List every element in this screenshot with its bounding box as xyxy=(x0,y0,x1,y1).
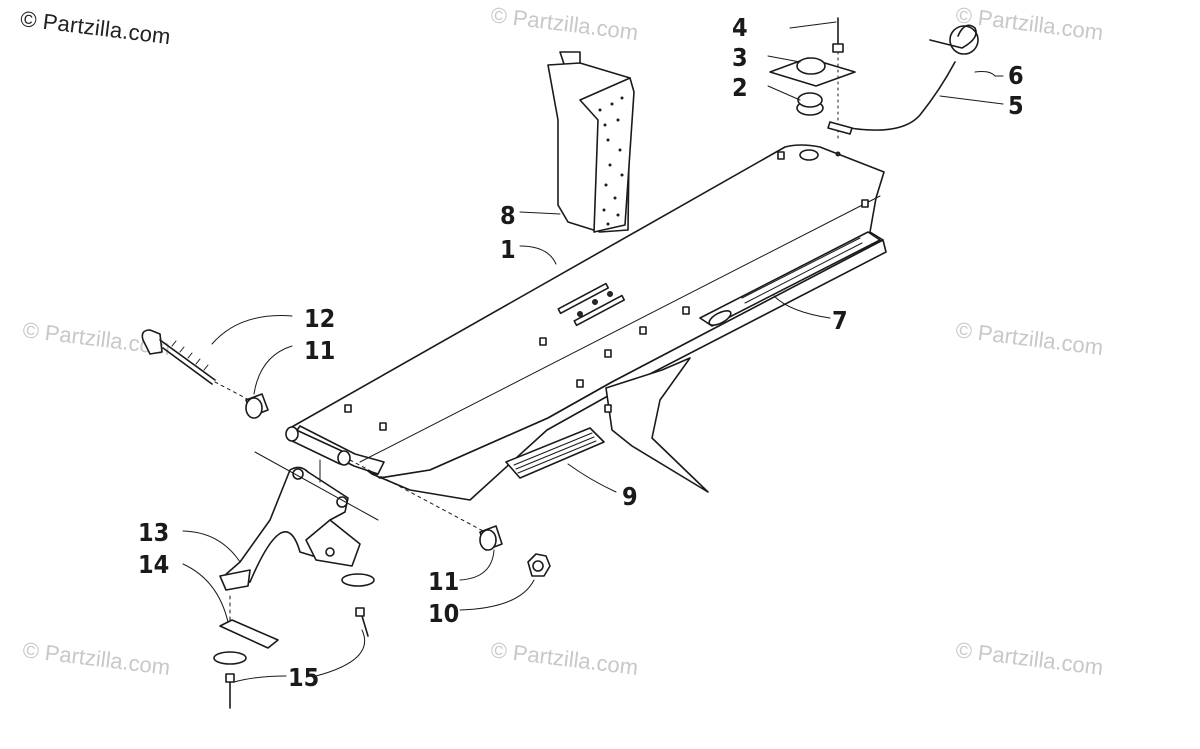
pad-texture xyxy=(598,96,624,226)
bolt-part xyxy=(141,329,254,403)
leader-lines xyxy=(182,21,1004,683)
callout-13: 13 xyxy=(138,518,169,547)
callout-11a: 11 xyxy=(428,567,459,596)
tether-part xyxy=(827,24,979,135)
callout-15: 15 xyxy=(288,663,319,692)
bushing-upper-part xyxy=(245,393,269,419)
bushing-lower-part xyxy=(479,525,503,551)
watermark: © Partzilla.com xyxy=(954,317,1104,360)
callout-11b: 11 xyxy=(304,336,335,365)
callout-14: 14 xyxy=(138,550,169,579)
mounting-plate-part xyxy=(769,57,856,87)
nut-part xyxy=(527,553,551,577)
callout-6: 6 xyxy=(1008,61,1024,90)
callout-4: 4 xyxy=(732,13,748,42)
watermark: © Partzilla.com xyxy=(489,2,639,45)
watermark: © Partzilla.com xyxy=(489,637,639,680)
callout-2: 2 xyxy=(732,73,748,102)
rivets xyxy=(344,149,869,431)
callout-1: 1 xyxy=(500,235,516,264)
callout-7: 7 xyxy=(832,306,848,335)
foot-pad-part xyxy=(547,51,635,233)
callout-5: 5 xyxy=(1008,91,1024,120)
bracket-part xyxy=(219,451,379,591)
callout-8: 8 xyxy=(500,201,516,230)
washer-strip-part xyxy=(219,595,279,649)
callout-3: 3 xyxy=(732,43,748,72)
decal-side-part xyxy=(505,427,605,479)
decal-top-part xyxy=(699,231,881,327)
callouts: 1 2 3 4 5 6 7 8 9 10 11 11 12 13 14 15 xyxy=(138,13,1024,692)
watermark: © Partzilla.com xyxy=(954,637,1104,680)
pivot-tube xyxy=(285,426,486,533)
callout-12: 12 xyxy=(304,304,335,333)
watermark: © Partzilla.com xyxy=(21,637,171,680)
washer-part xyxy=(213,573,375,665)
callout-9: 9 xyxy=(622,482,638,511)
watermark: © Partzilla.com xyxy=(954,2,1104,45)
callout-10: 10 xyxy=(428,599,459,628)
grommet-part xyxy=(796,92,824,116)
rivet-part xyxy=(225,607,369,709)
